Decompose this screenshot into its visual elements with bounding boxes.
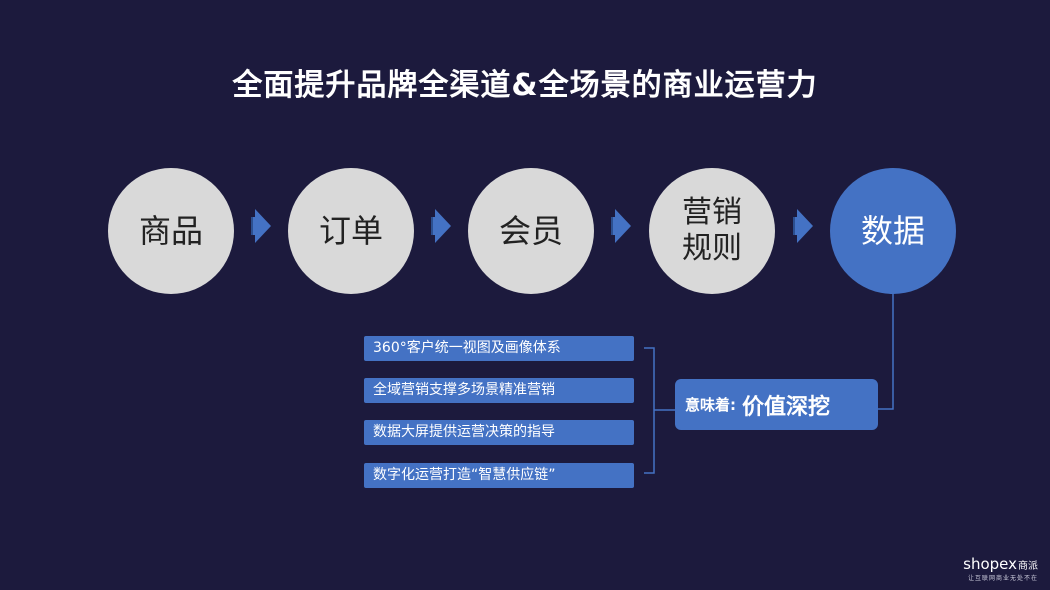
shopex-logo: shopex商派 让互联网商业无处不在 (963, 554, 1038, 582)
badge-value: 价值深挖 (742, 394, 831, 420)
slide-title: 全面提升品牌全渠道&全场景的商业运营力 (232, 68, 818, 103)
feature-bar-omni-marketing: 全域营销支撑多场景精准营销 (364, 378, 634, 403)
flow-node-product: 商品 (108, 168, 234, 294)
badge-label: 意味着: (685, 396, 736, 414)
feature-bar-customer-view: 360°客户统一视图及画像体系 (364, 336, 634, 361)
flow-arrow-icon (611, 209, 631, 243)
meaning-badge: 意味着: 价值深挖 (675, 379, 878, 430)
flow-node-member: 会员 (468, 168, 594, 294)
feature-bar-data-screen: 数据大屏提供运营决策的指导 (364, 420, 634, 445)
flow-node-marketing-rules: 营销 规则 (649, 168, 775, 294)
flow-arrow-icon (793, 209, 813, 243)
flow-arrow-icon (251, 209, 271, 243)
flow-node-order: 订单 (288, 168, 414, 294)
feature-bar-supply-chain: 数字化运营打造“智慧供应链” (364, 463, 634, 488)
logo-tagline: 让互联网商业无处不在 (967, 575, 1038, 582)
logo-brand: shopex (963, 555, 1017, 573)
flow-node-data: 数据 (830, 168, 956, 294)
logo-cn: 商派 (1018, 561, 1038, 572)
flow-arrow-icon (431, 209, 451, 243)
